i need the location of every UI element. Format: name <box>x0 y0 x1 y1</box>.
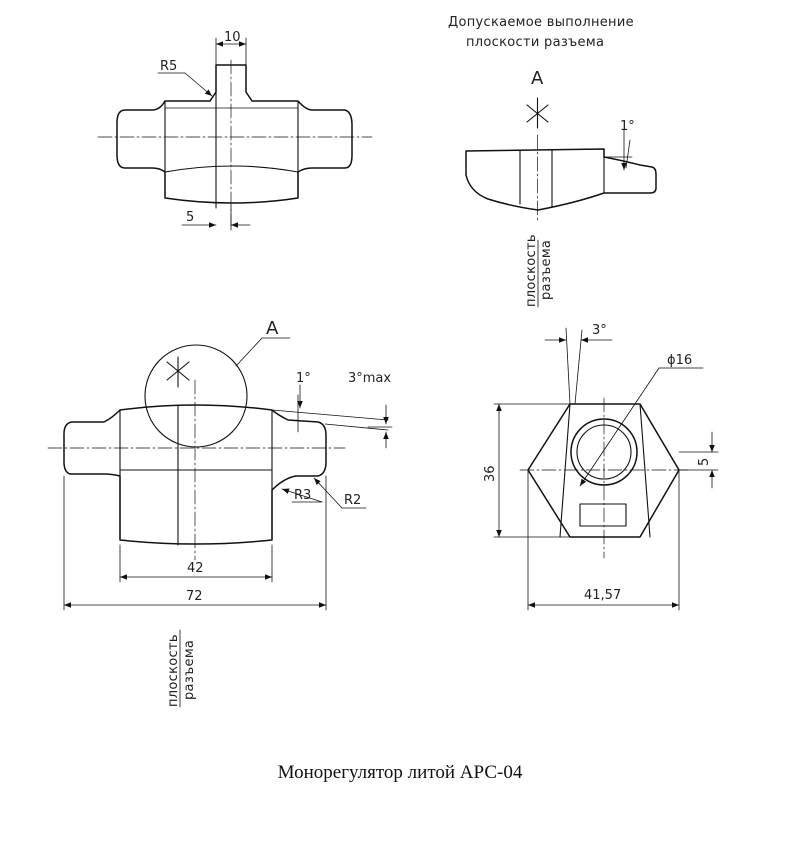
hole-diameter-leader <box>579 367 660 487</box>
top-radius-leader-angle <box>184 72 213 97</box>
detail-callout-label: A <box>266 318 279 339</box>
front-angle-surface <box>271 409 389 421</box>
front-view: A 1° 3°max R3 R2 42 72 <box>47 318 393 708</box>
top-view: 10 R5 5 <box>97 30 373 231</box>
front-max-angle-surface <box>324 423 389 431</box>
hole-diameter-label: ϕ16 <box>667 353 692 368</box>
overall-length-label: 72 <box>186 589 203 604</box>
front-max-angle-label: 3°max <box>348 371 391 386</box>
top-offset-label: 5 <box>186 210 194 225</box>
detail-note-line2: плоскости разъема <box>466 35 604 50</box>
side-view: 3° ϕ16 36 5 41,57 <box>483 323 719 611</box>
side-angle-ext-1 <box>565 327 571 405</box>
detail-view-body <box>465 148 657 211</box>
side-angle-ext-2 <box>574 329 583 405</box>
detail-parting-line1: плоскость <box>524 234 539 307</box>
front-parting-line2: разъема <box>182 640 197 700</box>
detail-view-label: A <box>531 68 544 89</box>
radius-r2-label: R2 <box>344 493 361 508</box>
side-view-draft-left <box>559 403 571 538</box>
body-length-label: 42 <box>187 561 204 576</box>
front-angle-label: 1° <box>296 371 311 386</box>
detail-parting-line2: разъема <box>539 240 554 300</box>
side-view-hexagon <box>527 403 680 538</box>
detail-note-line1: Допускаемое выполнение <box>448 15 634 30</box>
front-view-direction-mark <box>166 356 190 388</box>
top-width-label: 10 <box>224 30 241 45</box>
side-view-hole-outer <box>570 418 638 486</box>
side-view-draft-right <box>639 403 651 538</box>
detail-callout-circle <box>144 344 248 448</box>
front-parting-line1: плоскость <box>166 634 181 707</box>
offset-label: 5 <box>697 458 712 466</box>
detail-angle-label: 1° <box>620 119 635 134</box>
detail-callout-leader <box>235 337 263 367</box>
detail-view: Допускаемое выполнение плоскости разъема… <box>448 15 657 308</box>
drawing-caption: Монорегулятор литой АРС-04 <box>277 762 523 783</box>
top-view-body <box>116 64 353 204</box>
radius-r3-label: R3 <box>294 488 311 503</box>
side-angle-label: 3° <box>592 323 607 338</box>
top-radius-label: R5 <box>160 59 177 74</box>
detail-view-direction-mark <box>526 97 549 129</box>
height-label: 36 <box>483 465 498 482</box>
detail-angle-leader-2 <box>625 139 631 169</box>
side-view-label-plate <box>579 503 627 527</box>
radius-r2-leader <box>313 477 343 509</box>
across-corners-label: 41,57 <box>584 588 621 603</box>
radius-r3-leader <box>281 488 323 503</box>
top-view-lower-edge <box>164 165 299 173</box>
